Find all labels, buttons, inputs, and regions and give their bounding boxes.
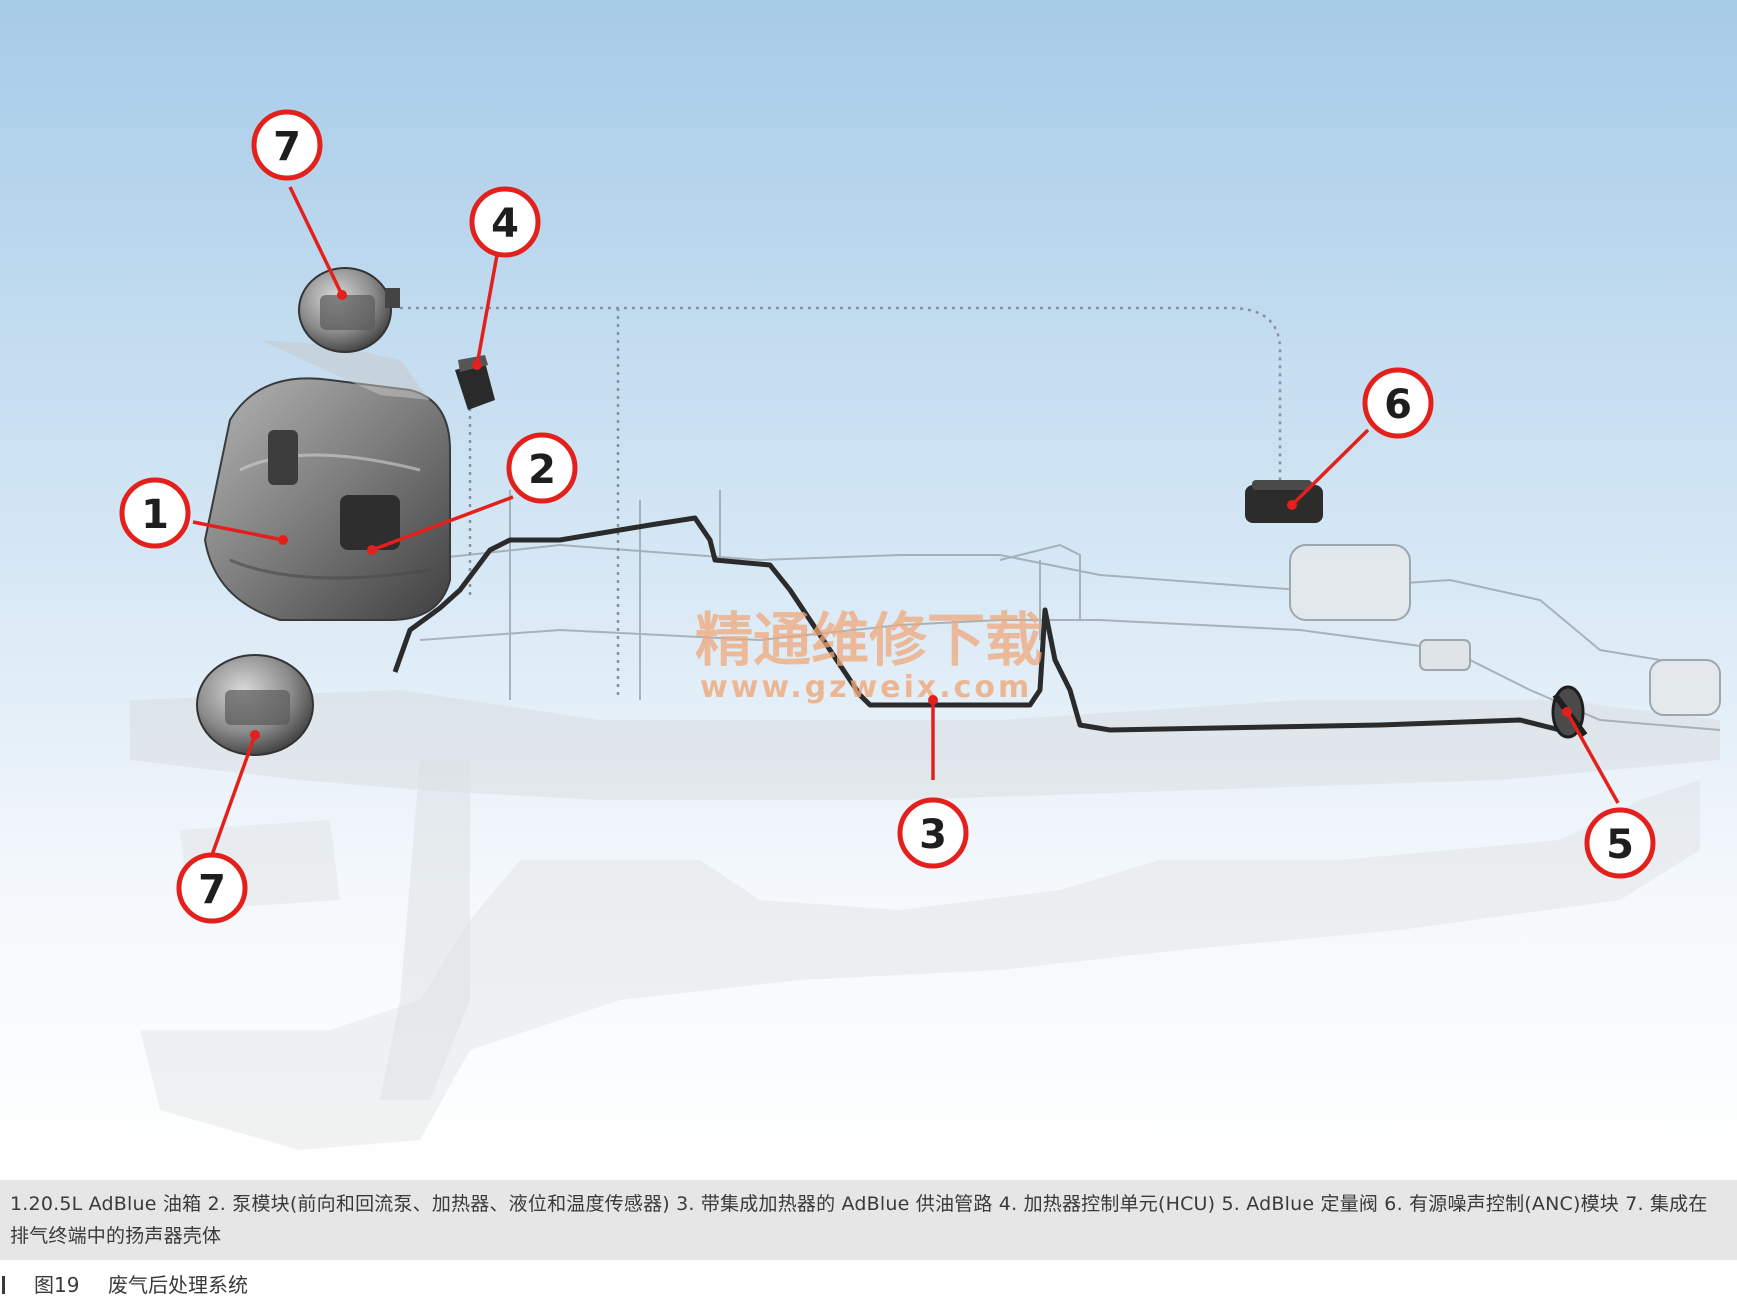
adblue-tank: [203, 340, 451, 621]
watermark: 精通维修下载 www.gzweix.com: [695, 606, 1043, 705]
callout-4: 4: [469, 186, 541, 258]
callout-1: 1: [119, 477, 191, 549]
diagram-canvas: 精通维修下载 www.gzweix.com 7 4: [0, 0, 1737, 1178]
watermark-url: www.gzweix.com: [700, 670, 1032, 705]
callout-label: 4: [491, 201, 519, 247]
exhaust-aftertreatment-diagram: 精通维修下载 www.gzweix.com 7 4: [0, 0, 1737, 1178]
callout-label: 5: [1606, 822, 1634, 868]
callout-label: 2: [528, 447, 556, 493]
speaker-housing-lower: [196, 654, 314, 756]
figure-number: 图19: [34, 1273, 80, 1297]
adblue-supply-line: [392, 515, 1580, 733]
callout-label: 3: [919, 812, 947, 858]
leader-dots: [250, 290, 1572, 740]
figure-name: 废气后处理系统: [108, 1273, 248, 1297]
callout-7-lower: 7: [176, 852, 248, 924]
callout-label: 6: [1384, 382, 1412, 428]
pump-module: [340, 495, 400, 550]
callout-7-upper: 7: [251, 109, 323, 181]
vehicle-floor-silhouette: [130, 690, 1720, 1150]
callout-label: 7: [198, 867, 226, 913]
callout-6: 6: [1362, 367, 1434, 439]
figure-caption: 1.20.5L AdBlue 油箱 2. 泵模块(前向和回流泵、加热器、液位和温…: [10, 1193, 1708, 1247]
figure-title: 图19 废气后处理系统: [0, 1270, 1737, 1300]
leader-lines: [192, 186, 1620, 856]
exhaust-line-outline: [419, 490, 1721, 731]
callout-3: 3: [897, 797, 969, 869]
callout-2: 2: [506, 432, 578, 504]
callout-5: 5: [1584, 807, 1656, 879]
speaker-housing-upper: [298, 267, 400, 353]
title-bar-marker: [2, 1276, 5, 1294]
callout-label: 1: [141, 492, 169, 538]
caption-band: [0, 1180, 1737, 1260]
callout-label: 7: [273, 124, 301, 170]
watermark-text: 精通维修下载: [695, 606, 1043, 674]
